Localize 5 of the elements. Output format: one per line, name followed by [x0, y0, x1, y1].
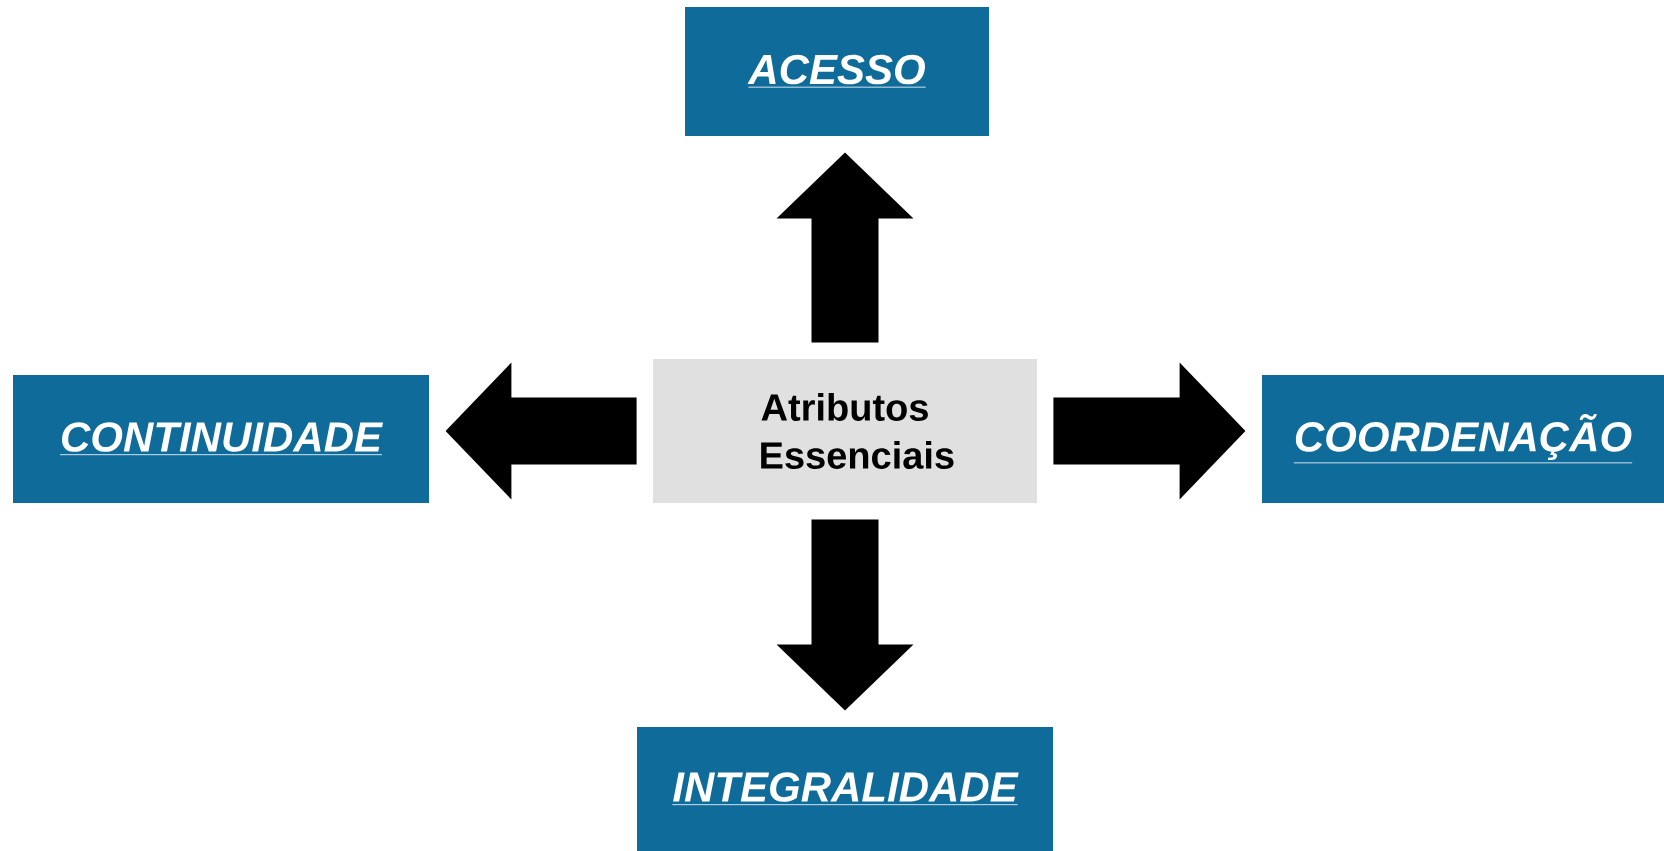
attribute-box: COORDENAÇÃO [1262, 375, 1664, 503]
center-box: Atributos Essenciais [653, 359, 1037, 503]
attribute-box: ACESSO [685, 7, 989, 136]
attribute-box: CONTINUIDADE [13, 375, 429, 503]
attribute-box: INTEGRALIDADE [637, 727, 1053, 851]
